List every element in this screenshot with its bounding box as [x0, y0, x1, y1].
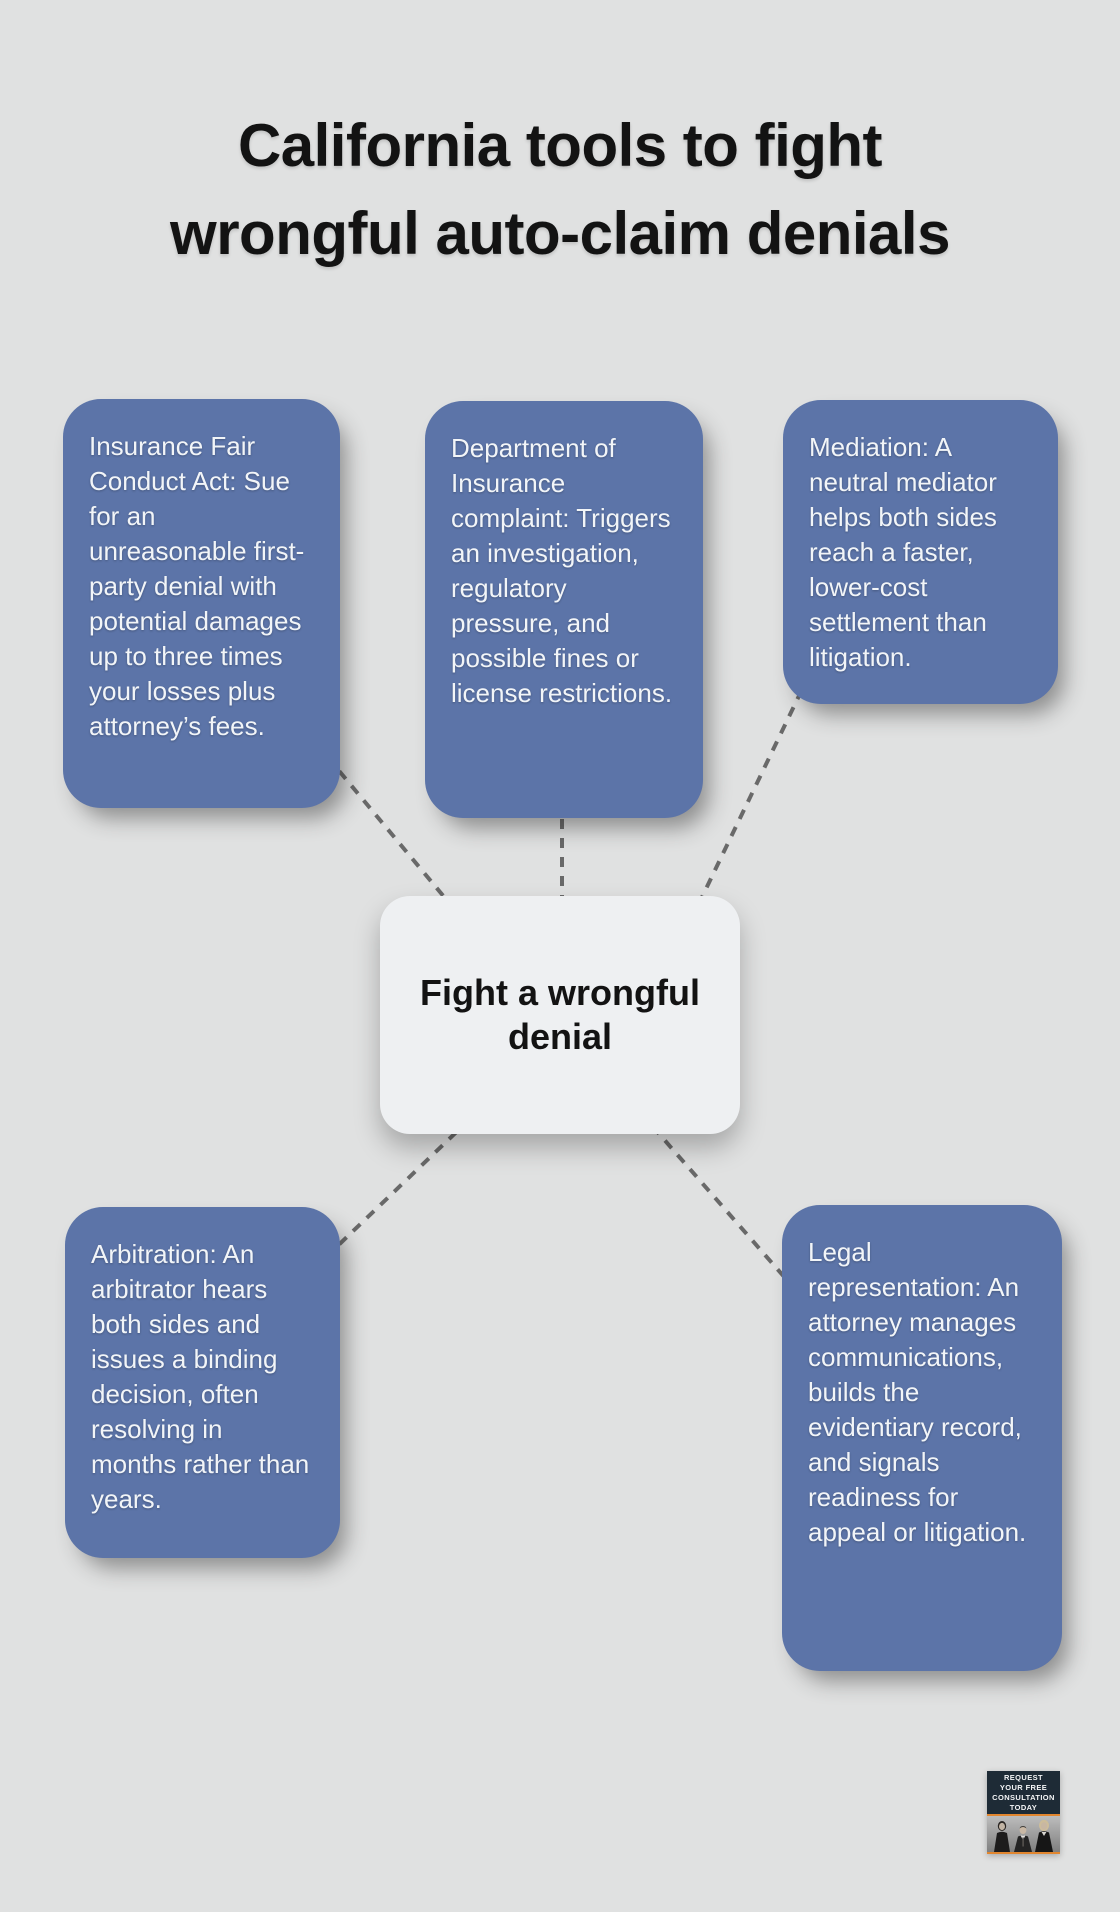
- consultation-cta-line-4: TODAY: [1009, 1802, 1038, 1812]
- node-insurance-fair-conduct-act-text: Insurance Fair Conduct Act: Sue for an u…: [89, 431, 305, 741]
- node-mediation-text: Mediation: A neutral mediator helps both…: [809, 432, 997, 672]
- connector-line-arbitration: [323, 1117, 472, 1260]
- page-title-line-1: California tools to fight: [237, 112, 883, 179]
- node-arbitration: Arbitration: An arbitrator hears both si…: [65, 1207, 340, 1558]
- node-department-of-insurance-complaint-text: Department of Insurance complaint: Trigg…: [451, 433, 673, 708]
- badge-divider-top: [987, 1814, 1060, 1816]
- node-arbitration-text: Arbitration: An arbitrator hears both si…: [91, 1239, 310, 1514]
- consultation-cta-badge[interactable]: REQUEST YOUR FREE CONSULTATION TODAY: [987, 1771, 1060, 1854]
- center-node-fight-wrongful-denial: Fight a wrongful denial: [380, 896, 740, 1134]
- connector-line-ifca: [313, 740, 472, 930]
- attorneys-photo: [987, 1816, 1060, 1852]
- center-node-label: Fight a wrongful denial: [420, 972, 700, 1057]
- connector-line-legal: [638, 1110, 802, 1297]
- page-title: California tools to fight wrongful auto-…: [0, 102, 1120, 278]
- person-right: [1035, 1819, 1053, 1852]
- page-title-line-2: wrongful auto-claim denials: [170, 200, 950, 267]
- person-center: [1014, 1826, 1032, 1852]
- node-legal-representation-text: Legal representation: An attorney manage…: [808, 1237, 1027, 1547]
- consultation-cta-text: REQUEST YOUR FREE CONSULTATION TODAY: [987, 1771, 1060, 1814]
- node-legal-representation: Legal representation: An attorney manage…: [782, 1205, 1062, 1671]
- consultation-cta-line-2: YOUR FREE: [999, 1782, 1048, 1792]
- badge-divider-bottom: [987, 1852, 1060, 1854]
- node-department-of-insurance-complaint: Department of Insurance complaint: Trigg…: [425, 401, 703, 818]
- consultation-cta-line-3: CONSULTATION: [992, 1792, 1055, 1802]
- connector-line-mediation: [688, 672, 812, 923]
- node-insurance-fair-conduct-act: Insurance Fair Conduct Act: Sue for an u…: [63, 399, 340, 808]
- person-left: [994, 1821, 1010, 1852]
- consultation-cta-line-1: REQUEST: [1003, 1772, 1044, 1782]
- node-mediation: Mediation: A neutral mediator helps both…: [783, 400, 1058, 704]
